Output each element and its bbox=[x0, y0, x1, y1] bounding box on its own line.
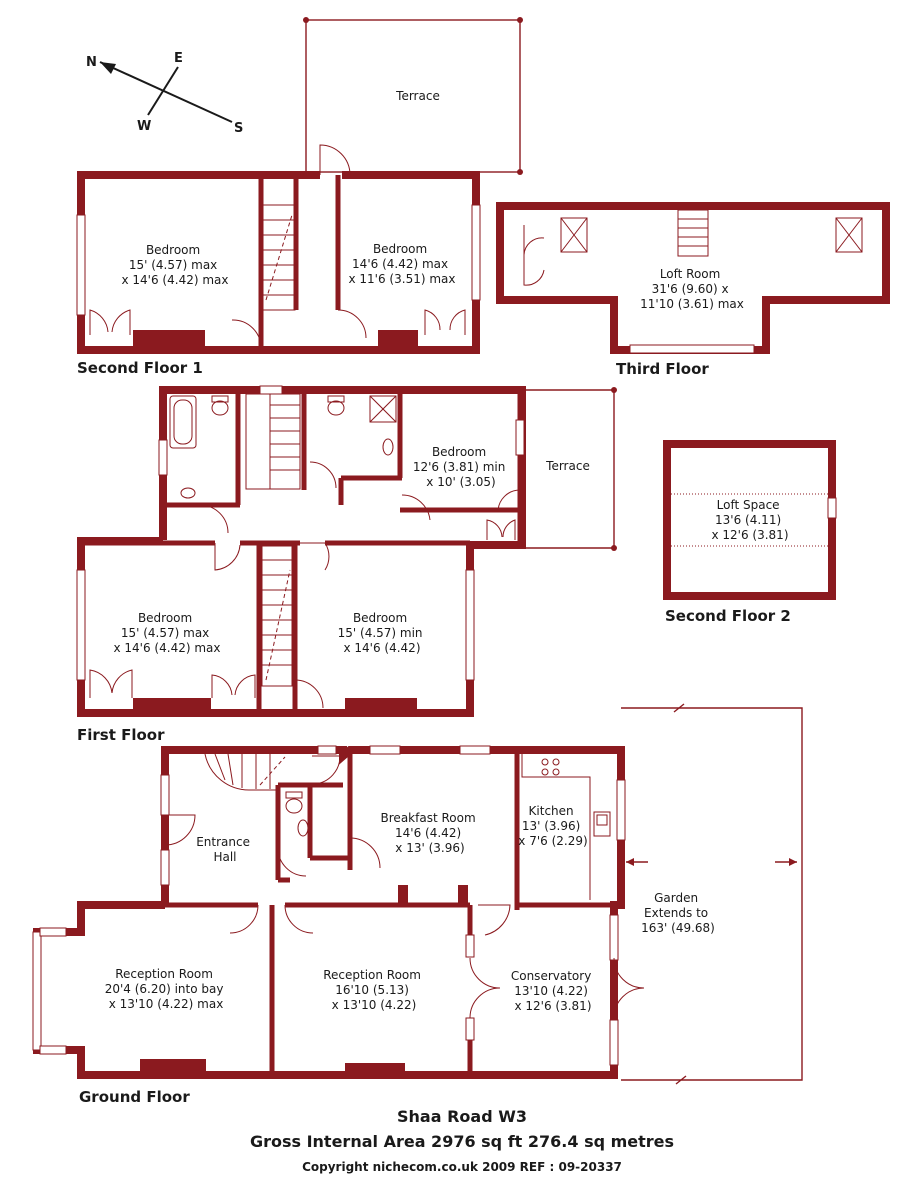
compass-w: W bbox=[137, 119, 151, 134]
gross-area: Gross Internal Area 2976 sq ft 276.4 sq … bbox=[250, 1132, 674, 1151]
svg-text:Reception Room 16'10 (5.: Reception Room 16'10 (5.13) x 13'10 (4.2… bbox=[323, 968, 425, 1012]
sf-bed-right-name: Bedroom bbox=[373, 242, 427, 256]
garden-text: Extends to bbox=[644, 906, 708, 920]
svg-text:Conservatory 13'10 (4.22: Conservatory 13'10 (4.22) x 12'6 (3.81) bbox=[511, 969, 595, 1013]
entrance-hall-name2: Hall bbox=[213, 850, 236, 864]
conservatory-dim2: x 12'6 (3.81) bbox=[514, 999, 591, 1013]
reception-bay-dim2: x 13'10 (4.22) max bbox=[109, 997, 224, 1011]
svg-text:Terrace: Terrace bbox=[395, 89, 440, 103]
svg-text:Breakfast Room 14'6 (4.4: Breakfast Room 14'6 (4.42) x 13' (3.96) bbox=[381, 811, 480, 855]
reception-bay-name: Reception Room bbox=[115, 967, 213, 981]
compass: N E S W bbox=[86, 51, 243, 136]
sf-bed-left-dim2: x 14'6 (4.42) max bbox=[122, 273, 229, 287]
second-floor-2-label: Second Floor 2 bbox=[665, 607, 791, 625]
third-floor-label: Third Floor bbox=[616, 360, 709, 378]
ff-bed-small-dim2: x 10' (3.05) bbox=[426, 475, 495, 489]
svg-text:Kitchen 13' (3.96): Kitchen 13' (3.96) x 7'6 (2.29) bbox=[518, 804, 587, 848]
entrance-hall-name: Entrance bbox=[196, 835, 250, 849]
compass-e: E bbox=[174, 51, 183, 66]
svg-text:Terrace: Terrace bbox=[545, 459, 590, 473]
breakfast-name: Breakfast Room bbox=[381, 811, 476, 825]
svg-text:Bedroom 15' (4.57) min: Bedroom 15' (4.57) min x 14'6 (4.42) bbox=[338, 611, 427, 655]
ff-bed-left-dim2: x 14'6 (4.42) max bbox=[114, 641, 221, 655]
second-floor-1-label: Second Floor 1 bbox=[77, 359, 203, 377]
ground-floor-label: Ground Floor bbox=[79, 1088, 190, 1106]
svg-text:Loft Space 13'6 (4.11): Loft Space 13'6 (4.11) x 12'6 (3.81) bbox=[711, 498, 788, 542]
reception-bay-dim1: 20'4 (6.20) into bay bbox=[105, 982, 224, 996]
garden-length: 163' (49.68) bbox=[641, 921, 715, 935]
second-floor-1: Bedroom 15' (4.57) max x 14'6 (4.42) max… bbox=[76, 144, 481, 377]
footer: Shaa Road W3 Gross Internal Area 2976 sq… bbox=[250, 1107, 674, 1174]
svg-text:Bedroom 14'6 (4.42) max: Bedroom 14'6 (4.42) max x 11'6 (3.51) ma… bbox=[349, 242, 456, 286]
compass-n: N bbox=[86, 55, 97, 70]
garden: Garden Extends to 163' (49.68) bbox=[621, 703, 803, 1085]
ff-bed-right-dim1: 15' (4.57) min bbox=[338, 626, 423, 640]
svg-text:Bedroom 15' (4.57) max: Bedroom 15' (4.57) max x 14'6 (4.42) max bbox=[122, 243, 229, 287]
svg-text:Loft Room 31'6 (9.60) x: Loft Room 31'6 (9.60) x 11'10 (3.61) max bbox=[640, 267, 744, 311]
loft-room-dim1: 31'6 (9.60) x bbox=[652, 282, 729, 296]
copyright: Copyright nichecom.co.uk 2009 REF : 09-2… bbox=[302, 1160, 622, 1174]
first-floor: Bedroom 12'6 (3.81) min x 10' (3.05) Bed… bbox=[76, 385, 526, 744]
kitchen-name: Kitchen bbox=[529, 804, 574, 818]
reception-dim1: 16'10 (5.13) bbox=[335, 983, 409, 997]
loft-room-name: Loft Room bbox=[660, 267, 721, 281]
loft-space-name: Loft Space bbox=[717, 498, 780, 512]
reception-dim2: x 13'10 (4.22) bbox=[332, 998, 417, 1012]
loft-space-dim2: x 12'6 (3.81) bbox=[711, 528, 788, 542]
sf-bed-left-name: Bedroom bbox=[146, 243, 200, 257]
breakfast-dim2: x 13' (3.96) bbox=[395, 841, 464, 855]
ff-bed-small-name: Bedroom bbox=[432, 445, 486, 459]
sf-bed-right-dim2: x 11'6 (3.51) max bbox=[349, 272, 456, 286]
compass-s: S bbox=[234, 121, 243, 136]
ff-bed-small-dim1: 12'6 (3.81) min bbox=[413, 460, 506, 474]
terrace-first: Terrace bbox=[524, 387, 617, 551]
second-floor-2: Loft Space 13'6 (4.11) x 12'6 (3.81) Sec… bbox=[663, 440, 837, 625]
sf-bed-right-dim1: 14'6 (4.42) max bbox=[352, 257, 448, 271]
breakfast-dim1: 14'6 (4.42) bbox=[395, 826, 461, 840]
garden-name: Garden bbox=[654, 891, 698, 905]
terrace-first-label: Terrace bbox=[545, 459, 590, 473]
svg-text:Reception Room 20'4 (6.2: Reception Room 20'4 (6.20) into bay x 13… bbox=[105, 967, 228, 1011]
kitchen-dim1: 13' (3.96) bbox=[522, 819, 580, 833]
loft-space-dim1: 13'6 (4.11) bbox=[715, 513, 781, 527]
svg-text:Garden Extends to: Garden Extends to 163' (49.68) bbox=[641, 891, 715, 935]
ff-bed-right-dim2: x 14'6 (4.42) bbox=[343, 641, 420, 655]
reception-name: Reception Room bbox=[323, 968, 421, 982]
svg-text:Bedroom 12'6 (3.81) min: Bedroom 12'6 (3.81) min x 10' (3.05) bbox=[413, 445, 509, 489]
ff-bed-left-dim1: 15' (4.57) max bbox=[121, 626, 209, 640]
ff-bed-right-name: Bedroom bbox=[353, 611, 407, 625]
address: Shaa Road W3 bbox=[397, 1107, 527, 1126]
ff-bed-left-name: Bedroom bbox=[138, 611, 192, 625]
sf-bed-left-dim1: 15' (4.57) max bbox=[129, 258, 217, 272]
conservatory-name: Conservatory bbox=[511, 969, 591, 983]
third-floor: Loft Room 31'6 (9.60) x 11'10 (3.61) max… bbox=[496, 202, 890, 378]
conservatory-dim1: 13'10 (4.22) bbox=[514, 984, 588, 998]
svg-text:Entrance Hall: Entrance Hall bbox=[196, 835, 254, 864]
loft-room-dim2: 11'10 (3.61) max bbox=[640, 297, 744, 311]
kitchen-dim2: x 7'6 (2.29) bbox=[518, 834, 587, 848]
first-floor-label: First Floor bbox=[77, 726, 165, 744]
terrace-top-label: Terrace bbox=[395, 89, 440, 103]
ground-floor: Entrance Hall Breakfast Room 14'6 (4.42)… bbox=[32, 745, 645, 1106]
terrace-top: Terrace bbox=[303, 17, 523, 175]
svg-text:Bedroom 15' (4.57) max: Bedroom 15' (4.57) max x 14'6 (4.42) max bbox=[114, 611, 221, 655]
